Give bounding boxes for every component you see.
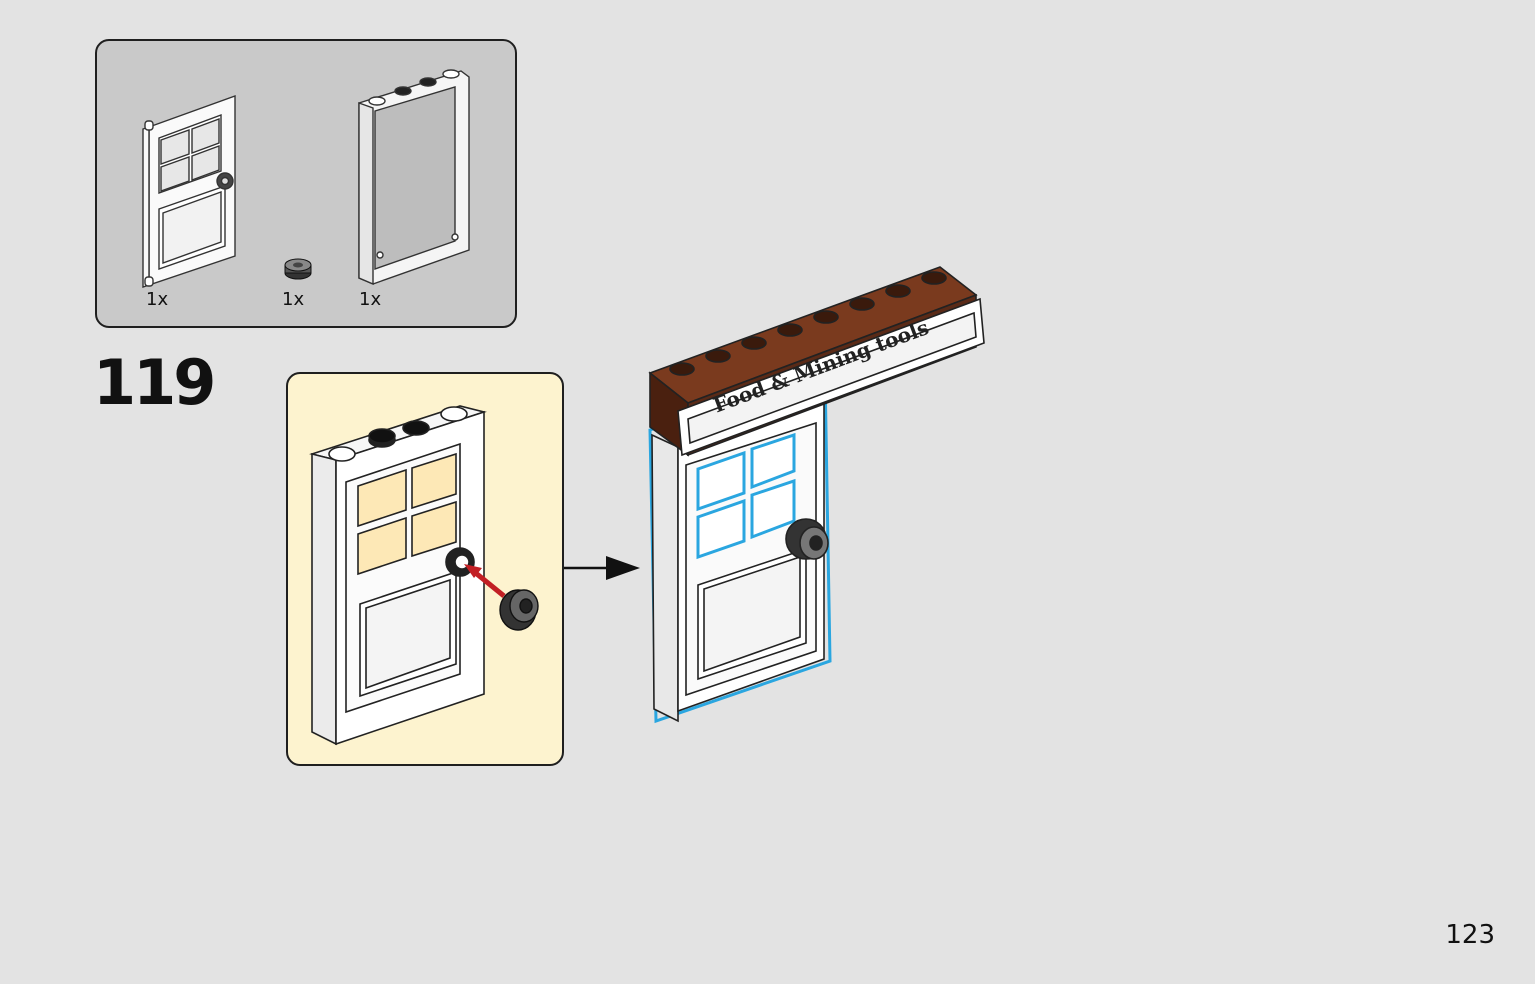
- door-frame-part-icon: [358, 69, 470, 286]
- model-illustration: Food & Mining tools: [640, 255, 1000, 735]
- sign-tile: [677, 297, 985, 457]
- round-plate-quantity: 1x: [282, 289, 305, 310]
- knob-piece-icon: [499, 589, 539, 631]
- door-subassembly-illustration: [309, 405, 539, 746]
- result-arrow-icon: [564, 556, 640, 580]
- door-frame-quantity: 1x: [359, 289, 382, 310]
- round-plate-part-icon: [284, 258, 312, 280]
- door-quantity: 1x: [146, 289, 169, 310]
- callout-box: [286, 372, 564, 766]
- page-number: 123: [1445, 920, 1495, 950]
- insert-arrow-icon: [464, 564, 506, 598]
- parts-list-box: 1x 1x 1x: [95, 39, 517, 328]
- step-number: 119: [93, 346, 216, 419]
- parts-illustration: [142, 69, 470, 288]
- door-part-icon: [142, 95, 236, 288]
